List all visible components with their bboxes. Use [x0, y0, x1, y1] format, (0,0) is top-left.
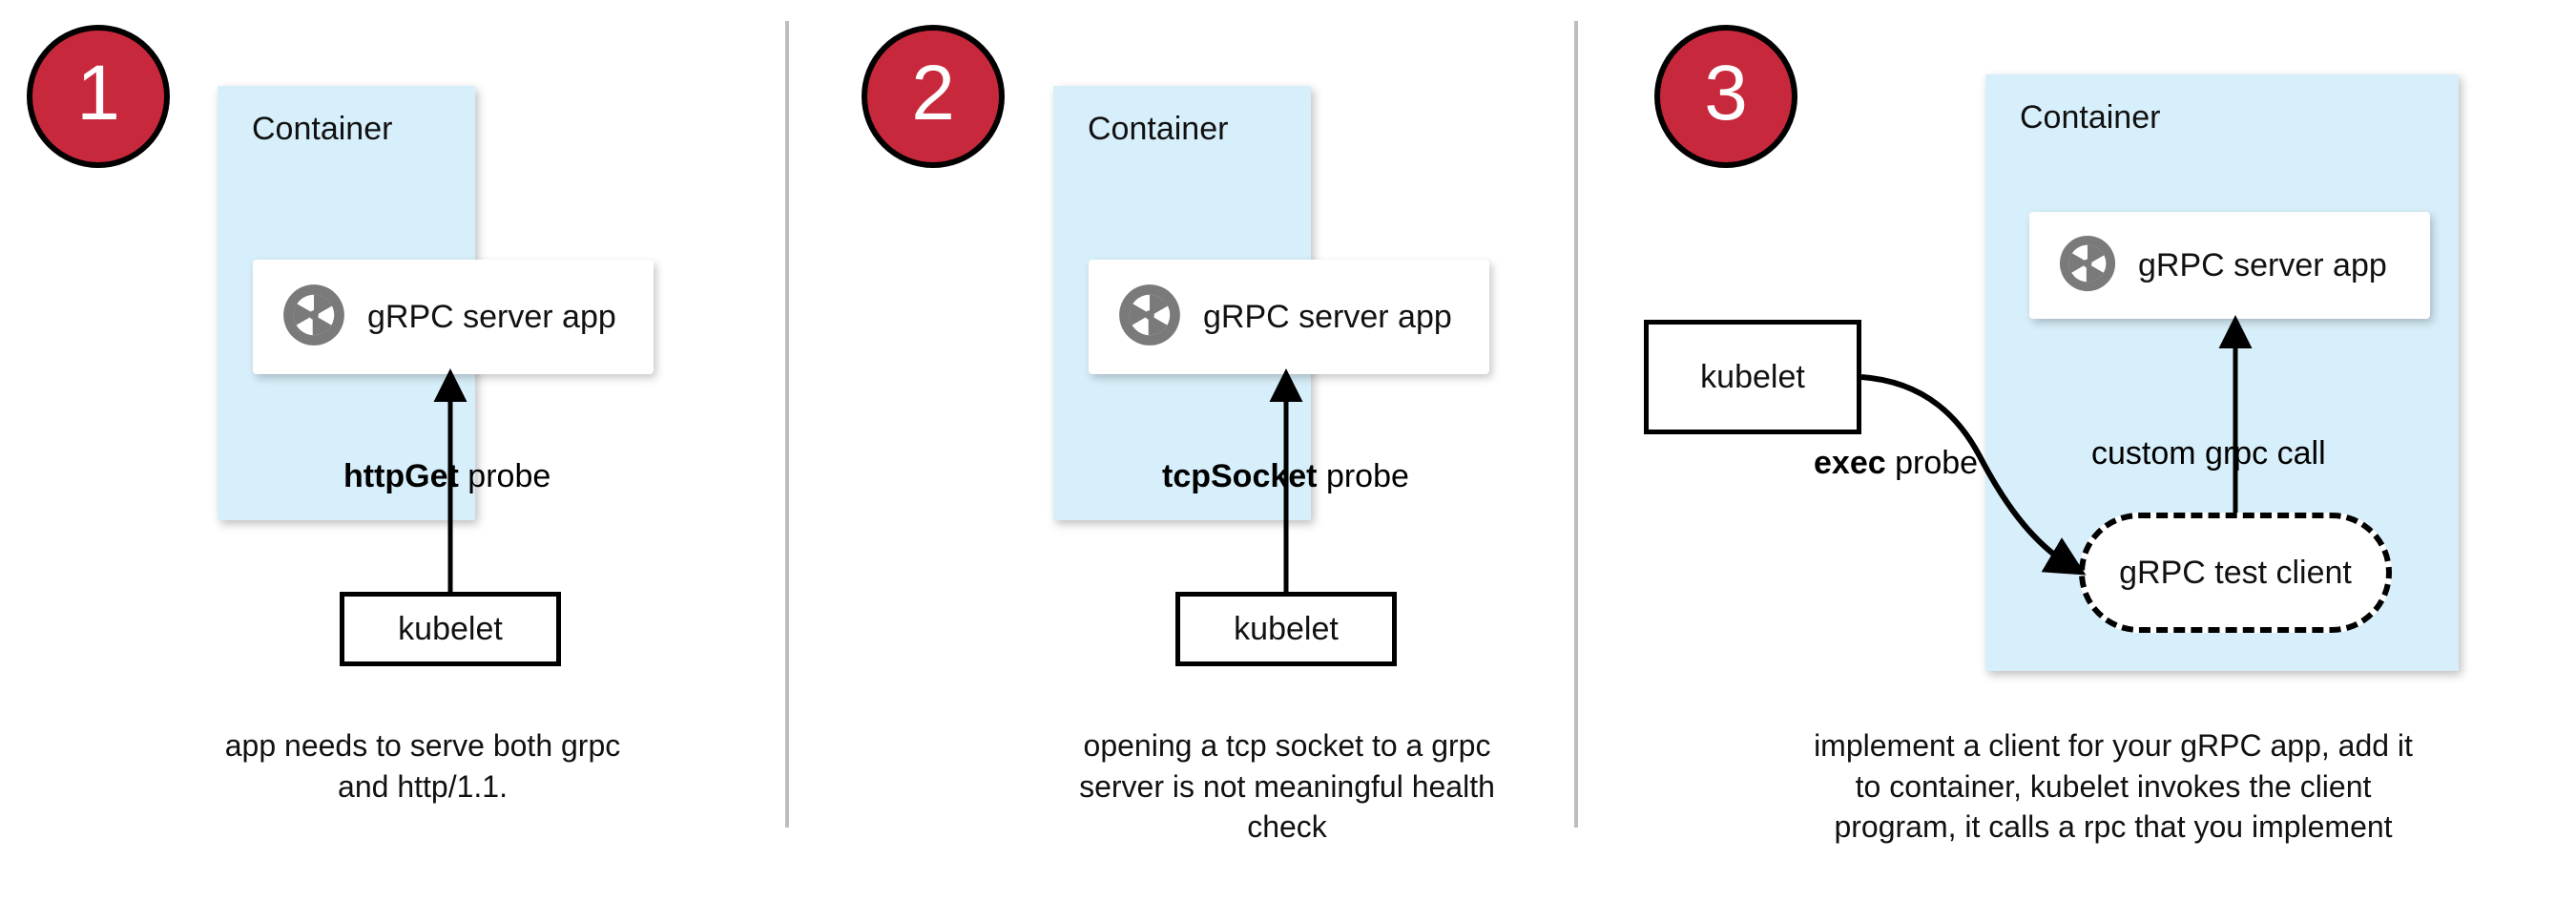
- step-badge-3: 3: [1654, 25, 1797, 168]
- grpc-server-app-label-1: gRPC server app: [367, 298, 616, 335]
- grpc-logo-icon: [281, 283, 346, 352]
- step-number-3: 3: [1704, 50, 1748, 136]
- caption-3: implement a client for your gRPC app, ad…: [1814, 728, 2413, 845]
- step-badge-1: 1: [27, 25, 170, 168]
- panel-divider-1: [785, 21, 789, 828]
- custom-grpc-call-text: custom grpc call: [2091, 435, 2326, 472]
- grpc-logo-icon: [2058, 234, 2117, 298]
- step-badge-2: 2: [862, 25, 1005, 168]
- grpc-test-client-box: gRPC test client: [2079, 513, 2392, 633]
- httpget-probe-label: httpGet probe: [343, 458, 551, 495]
- grpc-logo-icon: [1117, 283, 1182, 352]
- grpc-server-app-label-2: gRPC server app: [1203, 298, 1452, 335]
- grpc-server-app-label-3: gRPC server app: [2138, 246, 2387, 283]
- grpc-server-app-card-1: gRPC server app: [253, 260, 654, 374]
- httpget-probe-label-rest: probe: [458, 458, 551, 494]
- container-label-2: Container: [1088, 111, 1229, 147]
- container-label-1: Container: [252, 111, 393, 147]
- panel-exec: 3 Container: [1574, 0, 2576, 923]
- kubelet-label-2: kubelet: [1234, 610, 1339, 647]
- grpc-test-client-label: gRPC test client: [2119, 554, 2352, 591]
- exec-probe-label-bold: exec: [1814, 445, 1886, 481]
- kubelet-box-2: kubelet: [1175, 592, 1397, 666]
- grpc-server-app-card-2: gRPC server app: [1089, 260, 1489, 374]
- panel-tcpsocket: 2 Container: [785, 0, 1574, 923]
- grpc-server-app-card-3: gRPC server app: [2029, 212, 2430, 319]
- tcpsocket-probe-label-rest: probe: [1317, 458, 1409, 494]
- caption-2: opening a tcp socket to a grpc server is…: [1079, 728, 1495, 845]
- kubelet-label-1: kubelet: [398, 610, 503, 647]
- exec-probe-label-rest: probe: [1885, 445, 1979, 481]
- kubelet-label-3: kubelet: [1700, 358, 1805, 395]
- caption-1: app needs to serve both grpc and http/1.…: [224, 728, 621, 804]
- panel-divider-2: [1574, 21, 1578, 828]
- exec-probe-label: exec probe: [1814, 445, 1978, 482]
- panel-httpget: 1 Container: [0, 0, 785, 923]
- container-label-3: Container: [2020, 99, 2161, 136]
- step-number-2: 2: [911, 50, 955, 136]
- httpget-probe-label-bold: httpGet: [343, 458, 459, 494]
- custom-grpc-call-label: custom grpc call: [2091, 435, 2326, 472]
- tcpsocket-probe-label: tcpSocket probe: [1162, 458, 1409, 495]
- kubelet-box-1: kubelet: [340, 592, 561, 666]
- tcpsocket-probe-label-bold: tcpSocket: [1162, 458, 1318, 494]
- kubelet-box-3: kubelet: [1644, 320, 1861, 434]
- step-number-1: 1: [76, 50, 120, 136]
